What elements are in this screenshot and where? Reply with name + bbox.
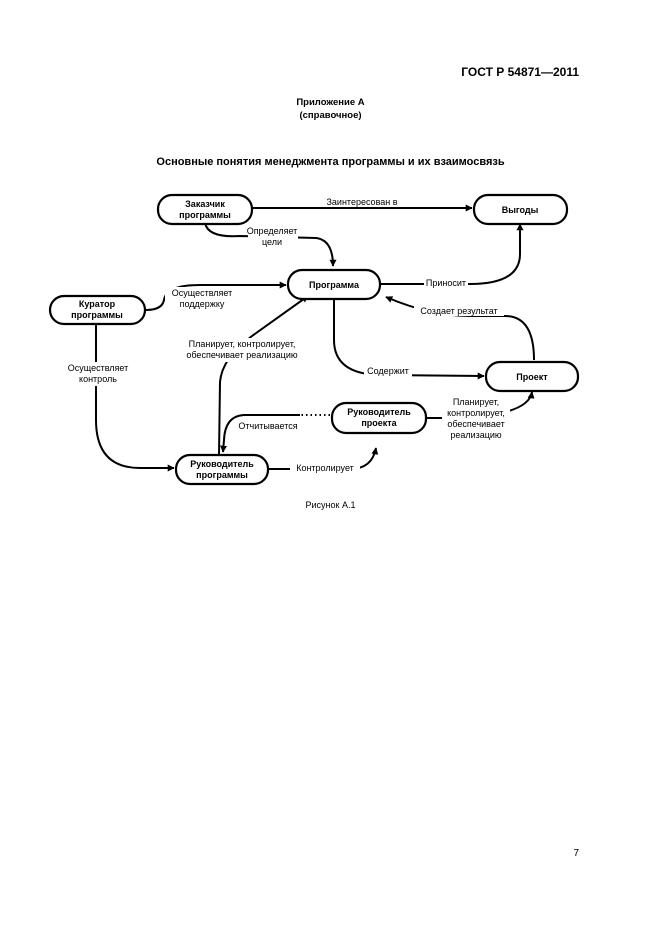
node-program: Программа [286,268,382,301]
page-number: 7 [573,848,579,859]
svg-text:Выгоды: Выгоды [502,205,539,215]
svg-text:Создает результат: Создает результат [420,306,497,316]
edge-plans-project: Планирует, контролирует, обеспечивает ре… [426,391,535,442]
svg-text:Содержит: Содержит [367,366,409,376]
edge-monitors: Контролирует [268,447,379,473]
svg-text:проекта: проекта [361,418,397,428]
node-curator: Куратор программы [48,294,147,326]
svg-text:Осуществляет: Осуществляет [68,363,128,373]
svg-text:Отчитывается: Отчитывается [238,421,297,431]
edge-reports: Отчитывается [220,414,330,453]
page-title: Основные понятия менеджмента программы и… [156,156,505,168]
svg-text:Контролирует: Контролирует [296,463,354,473]
svg-text:Программа: Программа [309,280,360,290]
svg-text:обеспечивает: обеспечивает [447,419,504,429]
svg-text:обеспечивает реализацию: обеспечивает реализацию [186,350,297,360]
svg-text:контроль: контроль [79,374,117,384]
node-benefits: Выгоды [472,193,569,226]
edge-interested-in: Заинтересован в [252,197,473,212]
svg-text:Заинтересован в: Заинтересован в [326,197,397,207]
svg-text:поддержку: поддержку [180,299,225,309]
svg-text:цели: цели [262,237,282,247]
edge-contains: Содержит [333,299,485,380]
figure-caption: Рисунок А.1 [305,500,356,510]
node-project-manager: Руководитель проекта [330,401,428,435]
svg-text:Определяет: Определяет [247,226,298,236]
edge-brings: Приносит [380,223,524,288]
edge-defines-goals: Определяет цели [204,222,337,267]
standard-number: ГОСТ Р 54871—2011 [461,65,579,79]
node-program-manager: Руководитель программы [174,453,270,486]
svg-text:Заказчик: Заказчик [185,199,225,209]
node-project: Проект [484,360,580,393]
svg-text:Приносит: Приносит [426,278,466,288]
edge-controls: Осуществляет контроль [62,323,175,472]
annex-type: (справочное) [299,110,362,121]
svg-text:контролирует,: контролирует, [447,408,505,418]
svg-text:Куратор: Куратор [79,299,116,309]
svg-text:Проект: Проект [516,372,548,382]
svg-text:Руководитель: Руководитель [347,407,411,417]
svg-text:Осуществляет: Осуществляет [172,288,232,298]
svg-text:Планирует, контролирует,: Планирует, контролирует, [189,339,296,349]
edge-provides-support: Осуществляет поддержку [145,281,287,311]
annex-label: Приложение А [296,97,365,108]
edge-creates-result: Создает результат [385,296,535,361]
svg-text:программы: программы [71,310,123,320]
svg-text:реализацию: реализацию [450,430,502,440]
svg-text:программы: программы [196,470,248,480]
svg-text:программы: программы [179,210,231,220]
svg-text:Руководитель: Руководитель [190,459,254,469]
node-customer: Заказчик программы [156,193,254,226]
svg-text:Планирует,: Планирует, [453,397,499,407]
edge-plans-program: Планирует, контролирует, обеспечивает ре… [176,295,309,456]
